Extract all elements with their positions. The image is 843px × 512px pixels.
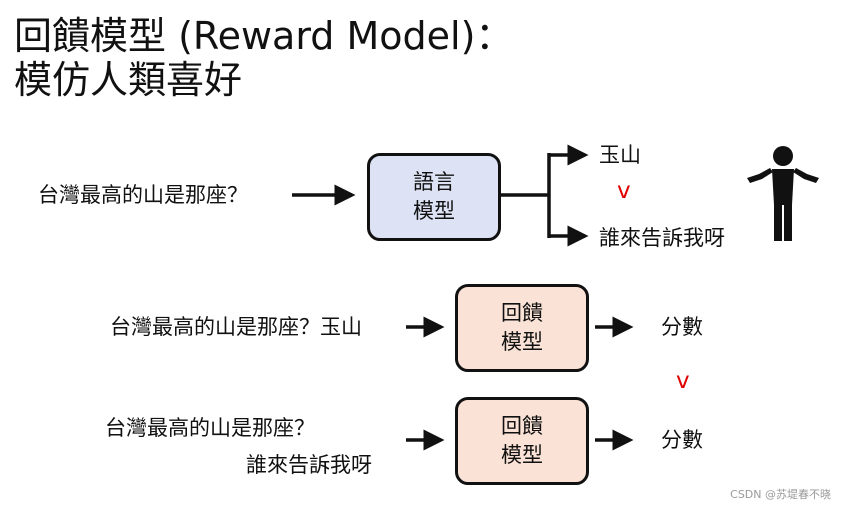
language-model-label-1: 語言 [413, 170, 455, 194]
reward-model-box-2: 回饋 模型 [455, 397, 589, 485]
rm2-input-line-1: 台灣最高的山是那座？ [105, 416, 315, 440]
comparison-mark-top: v [617, 178, 631, 204]
rm2-score: 分數 [661, 428, 703, 452]
title-line-1: 回饋模型 (Reward Model)： [14, 14, 514, 58]
comparison-mark-scores: v [676, 368, 690, 394]
rm2-input-line-2: 誰來告訴我呀 [246, 453, 372, 477]
answer-bad: 誰來告訴我呀 [599, 226, 725, 250]
watermark: CSDN @苏堤春不晓 [730, 488, 831, 501]
language-model-label-2: 模型 [413, 199, 455, 223]
rm1-input-text: 台灣最高的山是那座？玉山 [110, 315, 362, 339]
slide-title: 回饋模型 (Reward Model)： 模仿人類喜好 [14, 14, 513, 102]
title-line-2: 模仿人類喜好 [14, 58, 243, 102]
person-shrug-icon [747, 146, 819, 241]
reward-model-2-label-2: 模型 [501, 443, 543, 467]
reward-model-box-1: 回饋 模型 [455, 284, 589, 372]
question-text: 台灣最高的山是那座？ [38, 183, 248, 207]
language-model-box: 語言 模型 [367, 153, 501, 241]
reward-model-2-label-1: 回饋 [501, 414, 543, 438]
reward-model-1-label-2: 模型 [501, 330, 543, 354]
answer-good: 玉山 [599, 143, 641, 167]
rm1-score: 分數 [661, 315, 703, 339]
reward-model-1-label-1: 回饋 [501, 301, 543, 325]
